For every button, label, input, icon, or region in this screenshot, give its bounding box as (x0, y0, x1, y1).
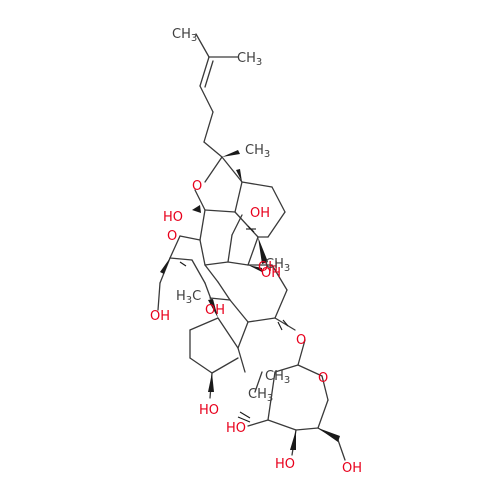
atom-labels: CH3 CH3 CH3 O HO OH O OH OH CH3 H3C OH O… (150, 27, 362, 476)
bond-skeleton (157, 33, 346, 461)
oxygen-label-glycoside: O (296, 333, 306, 348)
methyl-label-top-right: CH3 (237, 51, 262, 68)
hydroxyl-label-3: OH (258, 260, 278, 275)
hydroxyl-label-10: OH (342, 461, 362, 476)
hydroxyl-label-8: HO (226, 421, 246, 436)
hydroxyl-label-7: HO (199, 403, 219, 418)
stereo-hashes (179, 225, 289, 423)
hydroxyl-label-5: OH (205, 303, 225, 318)
methyl-label-side-chain: CH3 (245, 143, 270, 160)
methyl-label-core-bottom: CH3 (248, 387, 273, 404)
hydroxyl-label-1: HO (163, 210, 183, 225)
oxygen-label-sugar-1: O (167, 229, 177, 244)
methyl-label-top-left: CH3 (172, 27, 197, 44)
methyl-label-core-lower: CH3 (265, 369, 290, 386)
oxygen-label-ring-left: O (192, 179, 202, 194)
hydroxyl-label-9: HO (275, 457, 295, 472)
hydroxyl-label-4: OH (261, 266, 281, 281)
oxygen-label-sugar-2: O (318, 371, 328, 386)
hydroxyl-label-6: OH (150, 309, 170, 324)
hydroxyl-label-2: OH (250, 206, 270, 221)
methyl-label-core-right: CH3 (265, 257, 290, 274)
stereo-wedges (160, 150, 340, 450)
methyl-label-core-left: H3C (176, 289, 201, 306)
